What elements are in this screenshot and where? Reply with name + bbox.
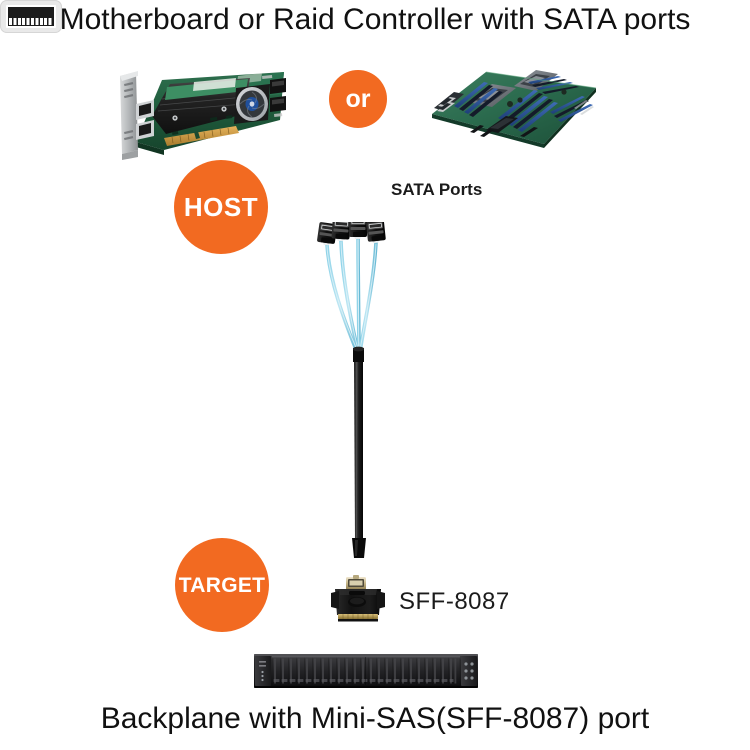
sata-port-teeth	[9, 18, 53, 25]
bottom-caption: Backplane with Mini-SAS(SFF-8087) port	[100, 702, 650, 735]
sata-port-body	[6, 5, 56, 28]
host-badge: HOST	[174, 160, 268, 254]
target-badge: TARGET	[175, 538, 269, 632]
sata-port-icon	[0, 0, 62, 33]
sff-8087-label: SFF-8087	[399, 588, 510, 615]
sata-ports-label: SATA Ports	[391, 180, 483, 199]
page-title: Motherboard or Raid Controller with SATA…	[59, 3, 691, 36]
motherboard-image	[424, 52, 600, 156]
or-badge: or	[329, 70, 387, 128]
sff-8087-connector-image	[329, 575, 391, 623]
raid-controller-card-image	[112, 54, 288, 160]
backplane-chassis-image	[254, 650, 478, 692]
sata-breakout-cable-image	[300, 217, 410, 567]
